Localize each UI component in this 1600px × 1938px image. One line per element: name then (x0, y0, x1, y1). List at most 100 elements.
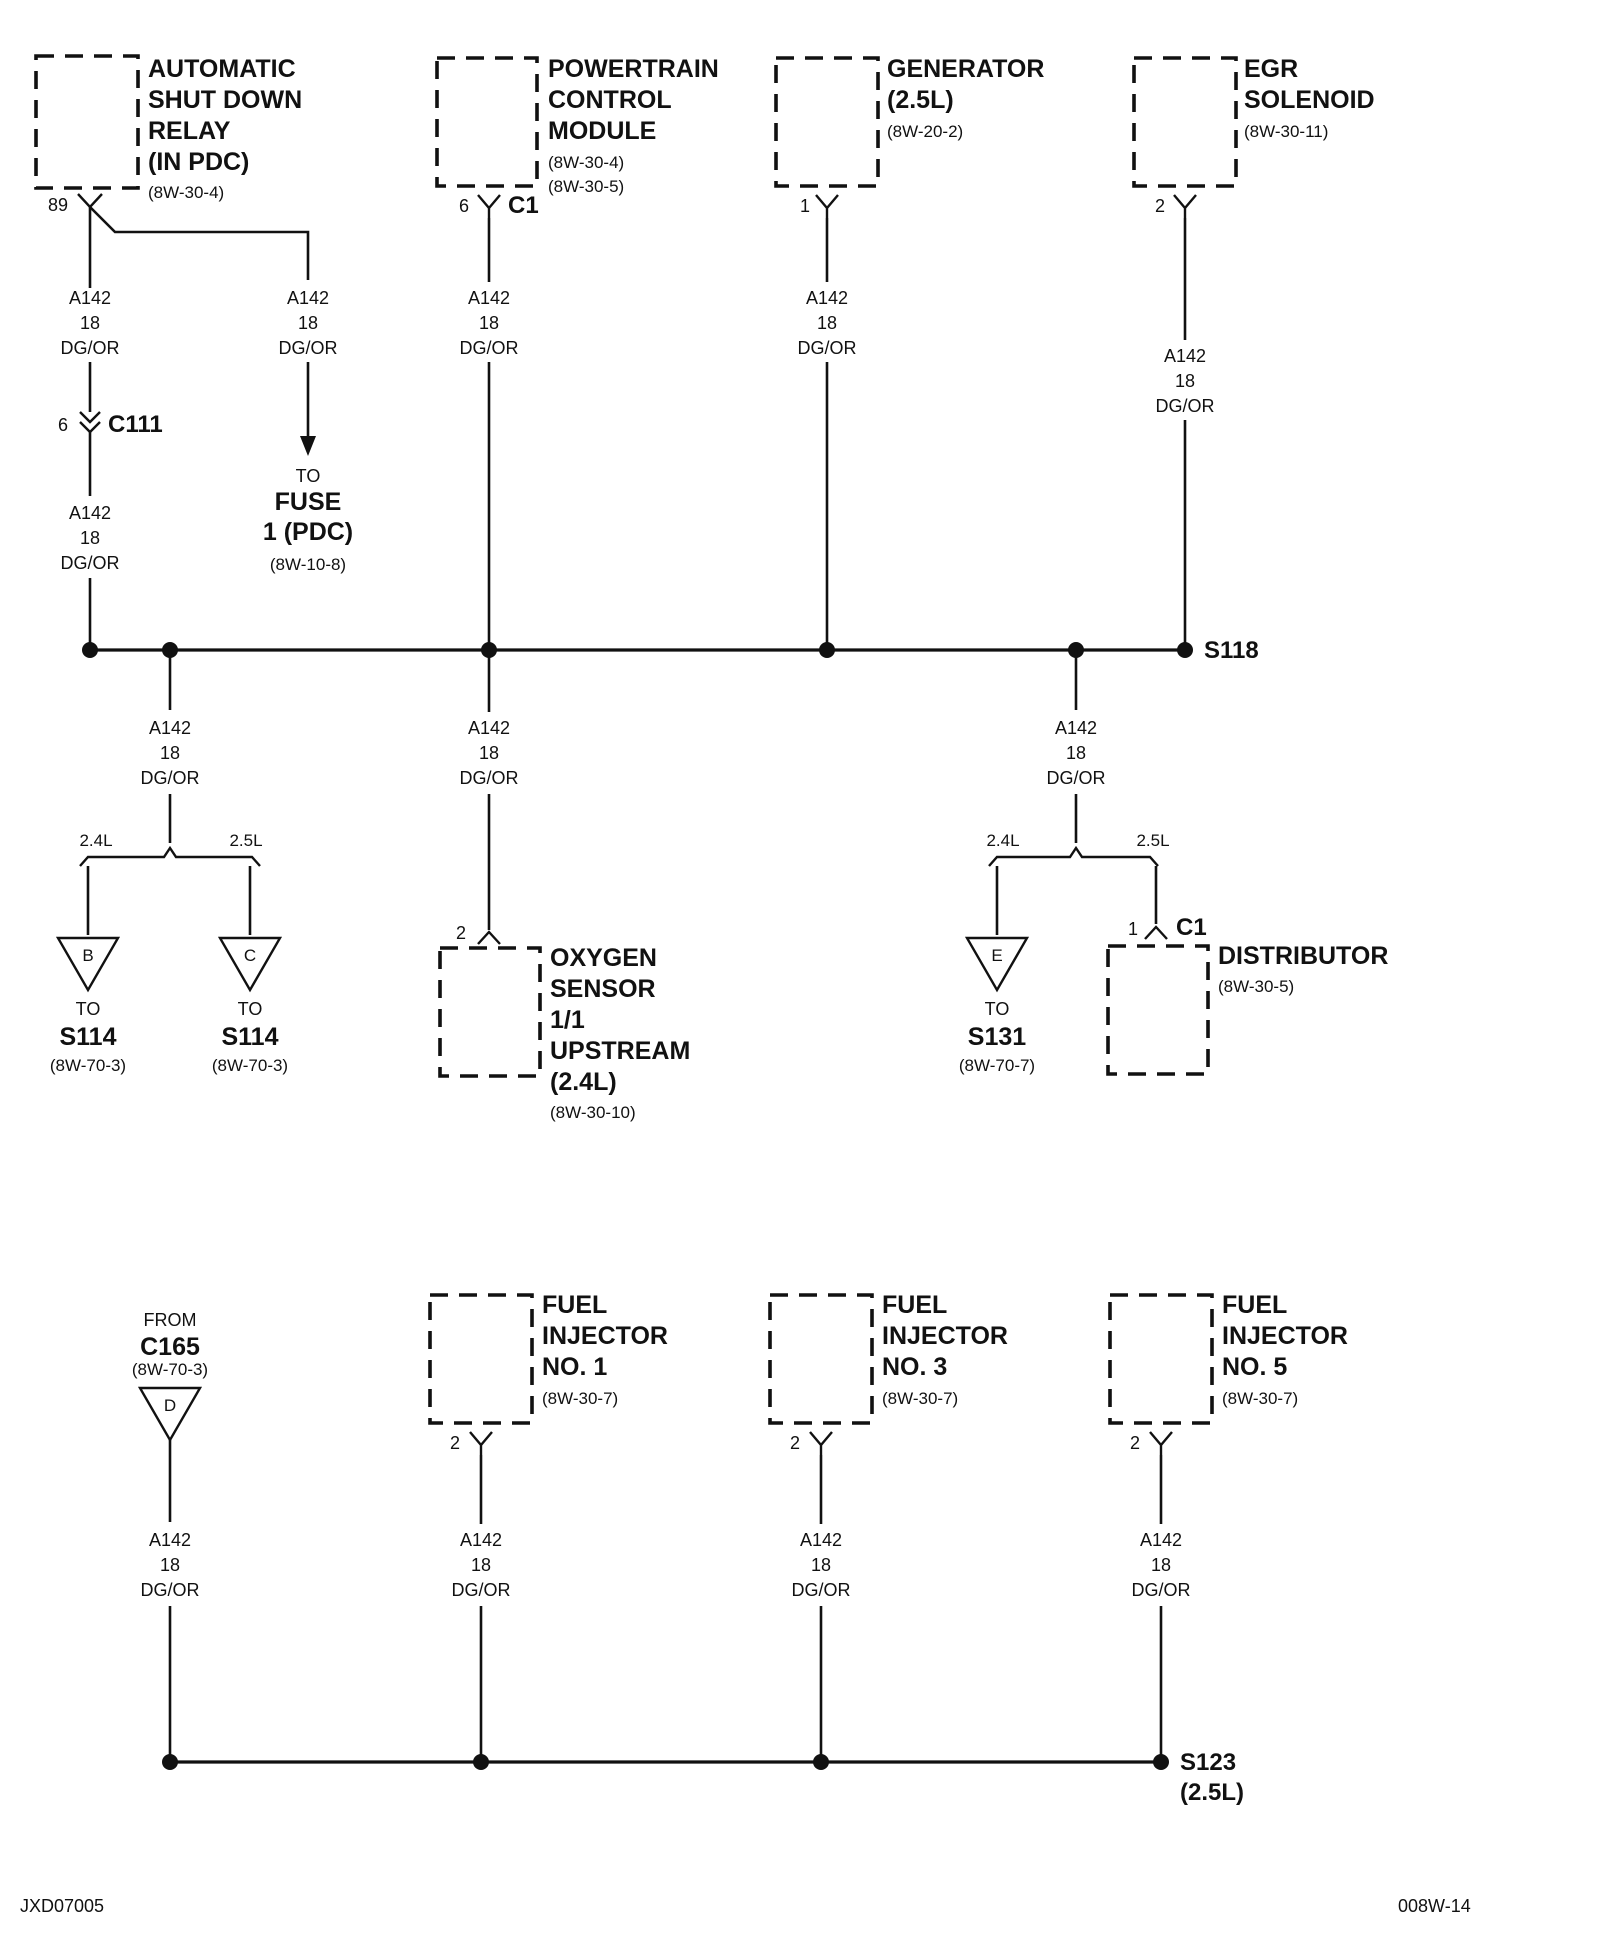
fuse-wire-color: DG/OR (278, 338, 337, 358)
injector1-title-1: FUEL (542, 1291, 607, 1319)
s118-label: S118 (1204, 637, 1259, 664)
fuse-wire-circuit: A142 (287, 288, 329, 308)
injector5-wire-gauge: 18 (1151, 1555, 1171, 1575)
pcm-connector: C1 (508, 192, 539, 219)
asd-relay-title-2: SHUT DOWN (148, 86, 302, 114)
o2-wire-circuit: A142 (468, 718, 510, 738)
injector1-box (428, 1293, 534, 1425)
generator-pin-symbol (815, 194, 839, 218)
offpage-c-ref: (8W-70-3) (212, 1056, 288, 1075)
bus-node-egr (1177, 642, 1193, 658)
asd-left-wire-gauge: 18 (80, 313, 100, 333)
pcm-title-2: CONTROL (548, 86, 672, 114)
asd-relay-box (34, 54, 140, 190)
offpage-b-dest: S114 (59, 1023, 116, 1051)
footer-left-code: JXD07005 (20, 1896, 104, 1916)
bus-node-asd (82, 642, 98, 658)
asd-relay-ref: (8W-30-4) (148, 183, 224, 202)
offpage-d-source: C165 (140, 1333, 200, 1361)
fuel-injector-1: FUEL INJECTOR NO. 1 (8W-30-7) 2 (428, 1291, 668, 1455)
egr-title-1: EGR (1244, 55, 1298, 83)
pcm-ref-1: (8W-30-4) (548, 153, 624, 172)
fuse-name-1: FUSE (275, 488, 342, 516)
offpage-b-ref: (8W-70-3) (50, 1056, 126, 1075)
generator-title-1: GENERATOR (887, 55, 1044, 83)
egr-box (1132, 56, 1238, 188)
asd-wire-branch (89, 206, 310, 280)
generator-wire-circuit: A142 (806, 288, 848, 308)
s131-wire-color: DG/OR (1046, 768, 1105, 788)
offpage-c-letter: C (244, 946, 256, 965)
injector5-title-2: INJECTOR (1222, 1322, 1348, 1350)
fuse-ref: (8W-10-8) (270, 555, 346, 574)
s114-engine-b: 2.5L (229, 831, 262, 850)
pcm-wire-circuit: A142 (468, 288, 510, 308)
pcm-wire-color: DG/OR (459, 338, 518, 358)
injector5-wire-color: DG/OR (1131, 1580, 1190, 1600)
injector3-pin-symbol (809, 1431, 833, 1455)
asd-relay-title-1: AUTOMATIC (148, 55, 296, 83)
injector3-ref: (8W-30-7) (882, 1389, 958, 1408)
offpage-c-triangle (217, 936, 283, 993)
offpage-d-from: FROM (144, 1310, 197, 1330)
offpage-b-triangle (55, 936, 121, 993)
egr-pin-symbol (1173, 194, 1197, 218)
c111-wire-circuit: A142 (69, 503, 111, 523)
asd-relay-pin-symbol (77, 193, 103, 209)
fuse-arrow (300, 436, 316, 456)
egr-wire-gauge: 18 (1175, 371, 1195, 391)
injector3-title-1: FUEL (882, 1291, 947, 1319)
s114-wire-color: DG/OR (140, 768, 199, 788)
s114-engine-bracket (79, 845, 261, 867)
offpage-d-triangle (137, 1386, 203, 1443)
injector3-title-2: INJECTOR (882, 1322, 1008, 1350)
injector3-box (768, 1293, 874, 1425)
c111-wire-color: DG/OR (60, 553, 119, 573)
injector1-ref: (8W-30-7) (542, 1389, 618, 1408)
pcm-ref-2: (8W-30-5) (548, 177, 624, 196)
injector1-title-2: INJECTOR (542, 1322, 668, 1350)
generator-box (774, 56, 880, 188)
s114-wire-gauge: 18 (160, 743, 180, 763)
o2-title-5: (2.4L) (550, 1068, 617, 1096)
o2-ref: (8W-30-10) (550, 1103, 636, 1122)
s114-engine-a: 2.4L (79, 831, 112, 850)
bus-node-c165 (162, 1754, 178, 1770)
s131-engine-bracket (988, 845, 1159, 867)
offpage-e: E TO S131 (8W-70-7) (959, 936, 1035, 1075)
oxygen-sensor: 2 OXYGEN SENSOR 1/1 UPSTREAM (2.4L) (8W-… (438, 923, 690, 1122)
offpage-d-wire-circuit: A142 (149, 1530, 191, 1550)
o2-title-4: UPSTREAM (550, 1037, 690, 1065)
injector5-ref: (8W-30-7) (1222, 1389, 1298, 1408)
offpage-e-to: TO (985, 999, 1010, 1019)
injector5-wire-circuit: A142 (1140, 1530, 1182, 1550)
offpage-d: FROM C165 (8W-70-3) D (132, 1310, 208, 1443)
injector5-title-1: FUEL (1222, 1291, 1287, 1319)
o2-title-1: OXYGEN (550, 944, 657, 972)
asd-relay-title-4: (IN PDC) (148, 148, 249, 176)
fuse-wire-gauge: 18 (298, 313, 318, 333)
asd-relay: AUTOMATIC SHUT DOWN RELAY (IN PDC) (8W-3… (34, 54, 302, 215)
distributor-title: DISTRIBUTOR (1218, 942, 1388, 970)
injector5-title-3: NO. 5 (1222, 1353, 1287, 1381)
offpage-c-dest: S114 (221, 1023, 278, 1051)
offpage-b-to: TO (76, 999, 101, 1019)
distributor-connector: C1 (1176, 914, 1207, 941)
generator: GENERATOR (2.5L) (8W-20-2) 1 (774, 55, 1044, 218)
s131-wire-circuit: A142 (1055, 718, 1097, 738)
distributor-box (1106, 944, 1210, 1076)
fuse-to-label: TO (296, 466, 321, 486)
offpage-d-letter: D (164, 1396, 176, 1415)
s131-wire-gauge: 18 (1066, 743, 1086, 763)
offpage-c-to: TO (238, 999, 263, 1019)
injector1-wire-gauge: 18 (471, 1555, 491, 1575)
o2-box (438, 946, 542, 1078)
c111-wire-gauge: 18 (80, 528, 100, 548)
footer-right-code: 008W-14 (1398, 1896, 1471, 1916)
s123-engine: (2.5L) (1180, 1779, 1244, 1806)
distributor-pin: 1 (1128, 919, 1138, 939)
o2-title-3: 1/1 (550, 1006, 585, 1034)
offpage-d-ref: (8W-70-3) (132, 1360, 208, 1379)
egr-title-2: SOLENOID (1244, 86, 1375, 114)
